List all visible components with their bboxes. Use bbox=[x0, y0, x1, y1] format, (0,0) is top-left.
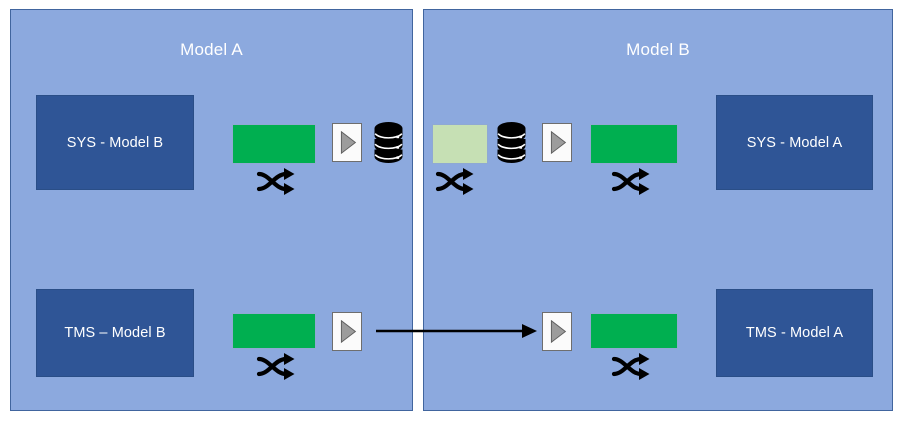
database-icon-a-sys[interactable] bbox=[372, 120, 405, 165]
sysbox-sys-model-a[interactable]: SYS - Model A bbox=[716, 95, 873, 190]
play-icon-b-tms[interactable] bbox=[542, 312, 572, 351]
play-icon-a-sys[interactable] bbox=[332, 123, 362, 162]
shuffle-icon-b-sys-left[interactable] bbox=[434, 165, 478, 198]
panel-b-title: Model B bbox=[626, 40, 690, 59]
arrow-model-a-to-model-b bbox=[374, 318, 540, 344]
panel-a-title: Model A bbox=[180, 40, 243, 59]
sysbox-tms-model-b[interactable]: TMS – Model B bbox=[36, 289, 194, 377]
green-rectangle-a-sys[interactable] bbox=[232, 124, 316, 164]
play-icon-b-sys[interactable] bbox=[542, 123, 572, 162]
play-icon-a-tms[interactable] bbox=[332, 312, 362, 351]
shuffle-icon-b-tms[interactable] bbox=[610, 350, 654, 383]
light-green-rectangle-b-sys[interactable] bbox=[432, 124, 488, 164]
shuffle-icon-b-sys-right[interactable] bbox=[610, 165, 654, 198]
green-rectangle-b-tms[interactable] bbox=[590, 313, 678, 349]
green-rectangle-a-tms[interactable] bbox=[232, 313, 316, 349]
sysbox-sys-model-b[interactable]: SYS - Model B bbox=[36, 95, 194, 190]
shuffle-icon-a-sys[interactable] bbox=[255, 165, 299, 198]
database-icon-b-sys[interactable] bbox=[495, 120, 528, 165]
sysbox-tms-model-a[interactable]: TMS - Model A bbox=[716, 289, 873, 377]
shuffle-icon-a-tms[interactable] bbox=[255, 350, 299, 383]
green-rectangle-b-sys[interactable] bbox=[590, 124, 678, 164]
